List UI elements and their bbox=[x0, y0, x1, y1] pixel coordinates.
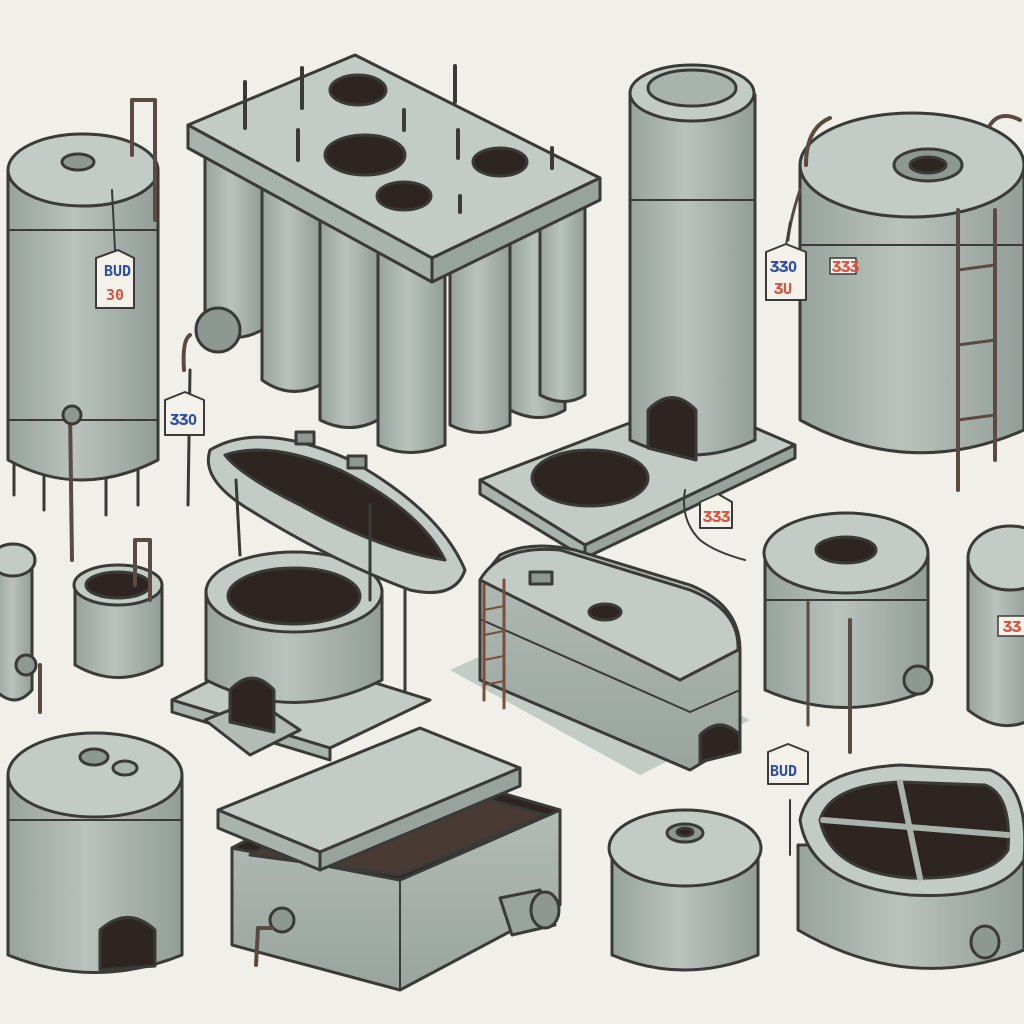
large-round-tank: ƷƷƷ bbox=[786, 111, 1024, 455]
tag-label: ƷƷO bbox=[170, 411, 197, 429]
tag-label: ƷƷO bbox=[770, 258, 797, 276]
price-tag-icon: BUD bbox=[767, 743, 809, 856]
tag-label: ƷU bbox=[774, 280, 792, 298]
price-tag-icon: ƷƷO ƷU bbox=[765, 221, 807, 301]
tag-label: BUD bbox=[104, 262, 131, 280]
oval-divided-tank bbox=[796, 763, 1024, 970]
segmented-lid-tank bbox=[762, 511, 934, 754]
price-tag-icon: ƷƷƷ bbox=[683, 489, 746, 561]
small-lidded-tank bbox=[607, 808, 763, 972]
tag-label: 30 bbox=[106, 286, 124, 304]
cylinder-battery-tank bbox=[181, 53, 602, 454]
ladder-icon bbox=[956, 208, 997, 492]
tall-tank-on-legs bbox=[6, 98, 160, 562]
small-cup-tank bbox=[72, 538, 164, 679]
rectangular-box-tank bbox=[216, 726, 562, 992]
manhole-icon bbox=[206, 430, 467, 692]
tag-label: ƷƷ bbox=[1003, 618, 1021, 636]
tall-silo-on-slab bbox=[478, 63, 797, 560]
squat-arch-tank bbox=[6, 731, 184, 974]
edge-tank-right: ƷƷ bbox=[966, 524, 1024, 728]
edge-tank-left bbox=[0, 542, 42, 714]
manhole-tank-open-lid bbox=[170, 550, 432, 762]
tag-label: BUD bbox=[770, 762, 797, 780]
ladder-icon bbox=[482, 578, 506, 710]
tag-label: ƷƷƷ bbox=[703, 508, 730, 526]
tag-label: ƷƷƷ bbox=[832, 258, 859, 276]
price-tag-icon: BUD 30 bbox=[95, 189, 135, 309]
rounded-rect-tank bbox=[450, 544, 750, 775]
price-tag-icon: ƷƷO bbox=[164, 368, 205, 507]
